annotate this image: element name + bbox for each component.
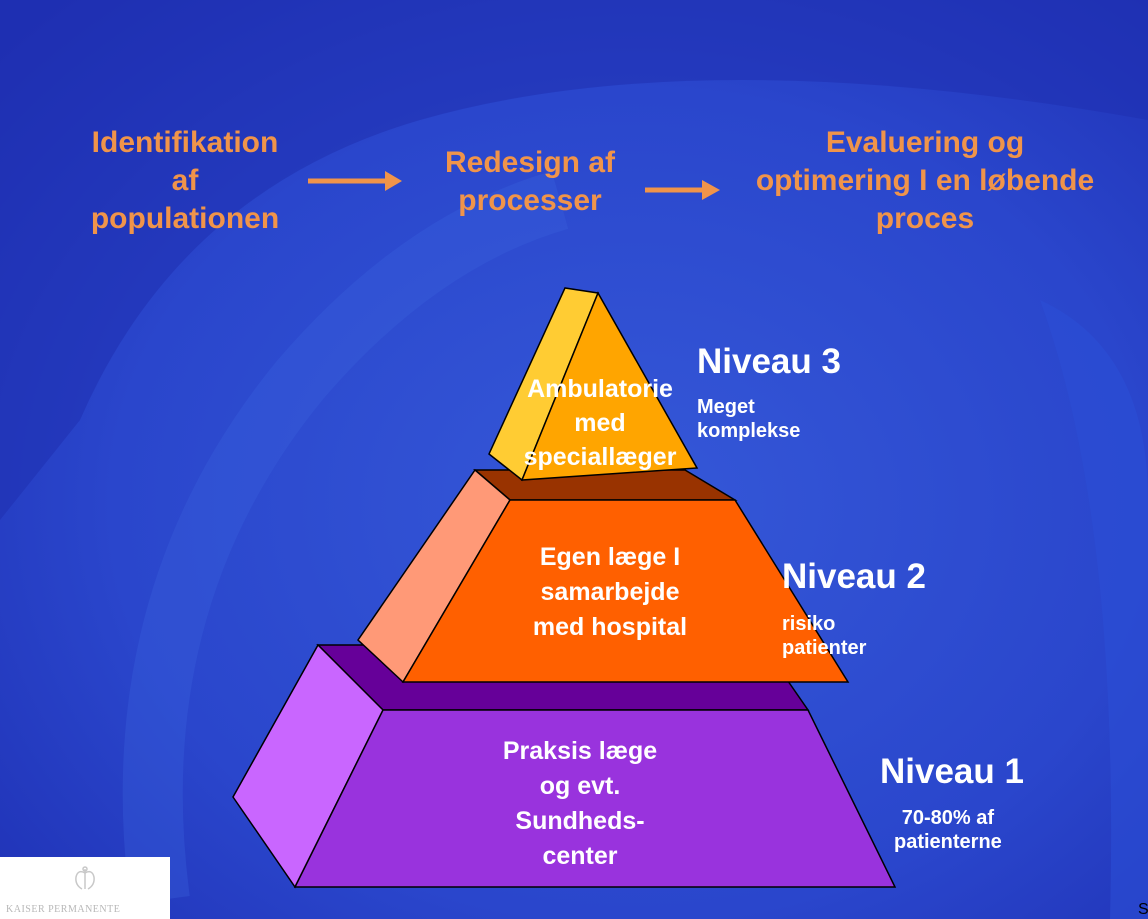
level-2-title: Niveau 2 xyxy=(782,557,926,596)
level-3-title: Niveau 3 xyxy=(697,342,841,381)
arrow-1 xyxy=(308,171,402,191)
page-number: S xyxy=(1138,901,1148,918)
flow-step-redesign: Redesign af processer xyxy=(444,146,616,217)
pyramid-tier-2 xyxy=(357,468,850,684)
level-1-title: Niveau 1 xyxy=(880,752,1024,791)
logo-icon xyxy=(75,866,95,890)
flow-step-identifikation: Identifikation af populationen xyxy=(90,126,280,235)
tier-3-label: Ambulatorie med speciallæger xyxy=(523,375,677,471)
level-3-description: Meget komplekse xyxy=(697,396,801,442)
level-2-description: risiko patienter xyxy=(782,613,867,659)
logo: KAISER PERMANENTE xyxy=(0,857,170,919)
logo-text: KAISER PERMANENTE xyxy=(6,904,121,915)
arrow-2 xyxy=(645,180,720,200)
tier-2-label: Egen læge I samarbejde med hospital xyxy=(532,543,688,641)
tier-1-label: Praksis læge og evt. Sundheds- center xyxy=(502,737,658,870)
level-1-description: 70-80% af patienterne xyxy=(894,807,1002,853)
flow-step-evaluering: Evaluering og optimering I en løbende pr… xyxy=(755,126,1095,235)
pyramid-tier-3 xyxy=(488,287,699,482)
